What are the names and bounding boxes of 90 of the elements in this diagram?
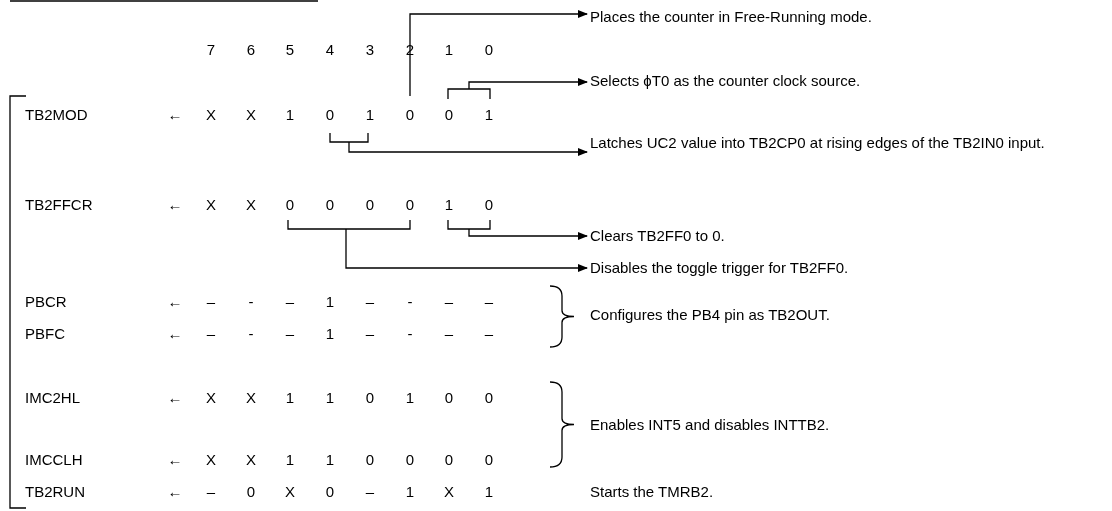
description-text: Enables INT5 and disables INTTB2.: [590, 416, 830, 434]
bit-value: –: [365, 483, 375, 501]
bit-value: 1: [484, 106, 494, 124]
bit-value: –: [444, 293, 454, 311]
bit-value: 1: [285, 389, 295, 407]
bit-value: 1: [405, 483, 415, 501]
bit-number: 0: [484, 41, 494, 59]
bit-value: 1: [444, 196, 454, 214]
bit-number: 7: [206, 41, 216, 59]
register-name: TB2RUN: [25, 483, 85, 501]
bit-value: -: [407, 325, 413, 343]
register-name: TB2MOD: [25, 106, 88, 124]
bit-value: 1: [325, 389, 335, 407]
bit-value: -: [248, 293, 254, 311]
assignment-arrow: ←: [167, 196, 183, 214]
register-name: IMCCLH: [25, 451, 83, 469]
assignment-arrow: ←: [167, 389, 183, 407]
bit-value: –: [484, 325, 494, 343]
bit-value: 0: [405, 451, 415, 469]
bit-value: –: [484, 293, 494, 311]
bit-value: 0: [365, 451, 375, 469]
bit-value: 0: [444, 106, 454, 124]
bit-value: -: [248, 325, 254, 343]
bit-value: –: [365, 325, 375, 343]
leader-line: [447, 78, 588, 100]
bit-value: 1: [285, 106, 295, 124]
bit-number: 4: [325, 41, 335, 59]
bit-value: 0: [285, 196, 295, 214]
bit-value: –: [285, 293, 295, 311]
bit-value: –: [206, 325, 216, 343]
bit-value: –: [444, 325, 454, 343]
bit-value: 0: [325, 196, 335, 214]
bit-value: X: [285, 483, 295, 501]
bit-value: -: [407, 293, 413, 311]
bit-value: 1: [484, 483, 494, 501]
bit-value: 1: [365, 106, 375, 124]
description-text: Latches UC2 value into TB2CP0 at rising edges of the TB2IN0 input.: [590, 130, 1105, 156]
description-text: Selects ϕT0 as the counter clock source.: [590, 68, 1105, 94]
bit-value: 0: [484, 389, 494, 407]
bit-number: 1: [444, 41, 454, 59]
bit-value: X: [246, 451, 256, 469]
bit-value: 0: [484, 451, 494, 469]
leader-line: [447, 219, 588, 240]
bit-value: –: [206, 293, 216, 311]
bit-value: –: [206, 483, 216, 501]
leader-line: [409, 10, 588, 97]
bit-value: 1: [325, 293, 335, 311]
bit-number: 6: [246, 41, 256, 59]
bit-value: 0: [246, 483, 256, 501]
leader-line: [287, 219, 588, 272]
bit-value: X: [246, 106, 256, 124]
bit-value: 0: [365, 389, 375, 407]
bit-value: X: [206, 196, 216, 214]
bit-value: 1: [325, 325, 335, 343]
bit-value: –: [365, 293, 375, 311]
bit-value: –: [285, 325, 295, 343]
bit-number: 5: [285, 41, 295, 59]
register-name: PBCR: [25, 293, 67, 311]
bit-value: 0: [405, 106, 415, 124]
bit-value: 1: [405, 389, 415, 407]
description-text: Configures the PB4 pin as TB2OUT.: [590, 306, 830, 324]
description-text: Places the counter in Free-Running mode.: [590, 4, 1105, 30]
description-text: Clears TB2FF0 to 0.: [590, 223, 1105, 249]
bit-value: 0: [325, 483, 335, 501]
register-name: IMC2HL: [25, 389, 80, 407]
description-text: Starts the TMRB2.: [590, 483, 714, 501]
bit-value: X: [444, 483, 454, 501]
bit-value: X: [206, 106, 216, 124]
register-name: TB2FFCR: [25, 196, 93, 214]
bit-value: 0: [444, 451, 454, 469]
bit-value: 0: [484, 196, 494, 214]
bit-value: 0: [405, 196, 415, 214]
bit-value: 0: [325, 106, 335, 124]
bit-value: 1: [325, 451, 335, 469]
description-text: Disables the toggle trigger for TB2FF0.: [590, 255, 1105, 281]
bit-value: 1: [285, 451, 295, 469]
assignment-arrow: ←: [167, 325, 183, 343]
bit-number: 3: [365, 41, 375, 59]
bit-value: 0: [444, 389, 454, 407]
bit-value: X: [246, 389, 256, 407]
bit-value: X: [206, 451, 216, 469]
register-name: PBFC: [25, 325, 65, 343]
assignment-arrow: ←: [167, 451, 183, 469]
bit-value: X: [246, 196, 256, 214]
bit-value: X: [206, 389, 216, 407]
leader-line: [329, 132, 588, 156]
assignment-arrow: ←: [167, 483, 183, 501]
assignment-arrow: ←: [167, 106, 183, 124]
bit-value: 0: [365, 196, 375, 214]
assignment-arrow: ←: [167, 293, 183, 311]
